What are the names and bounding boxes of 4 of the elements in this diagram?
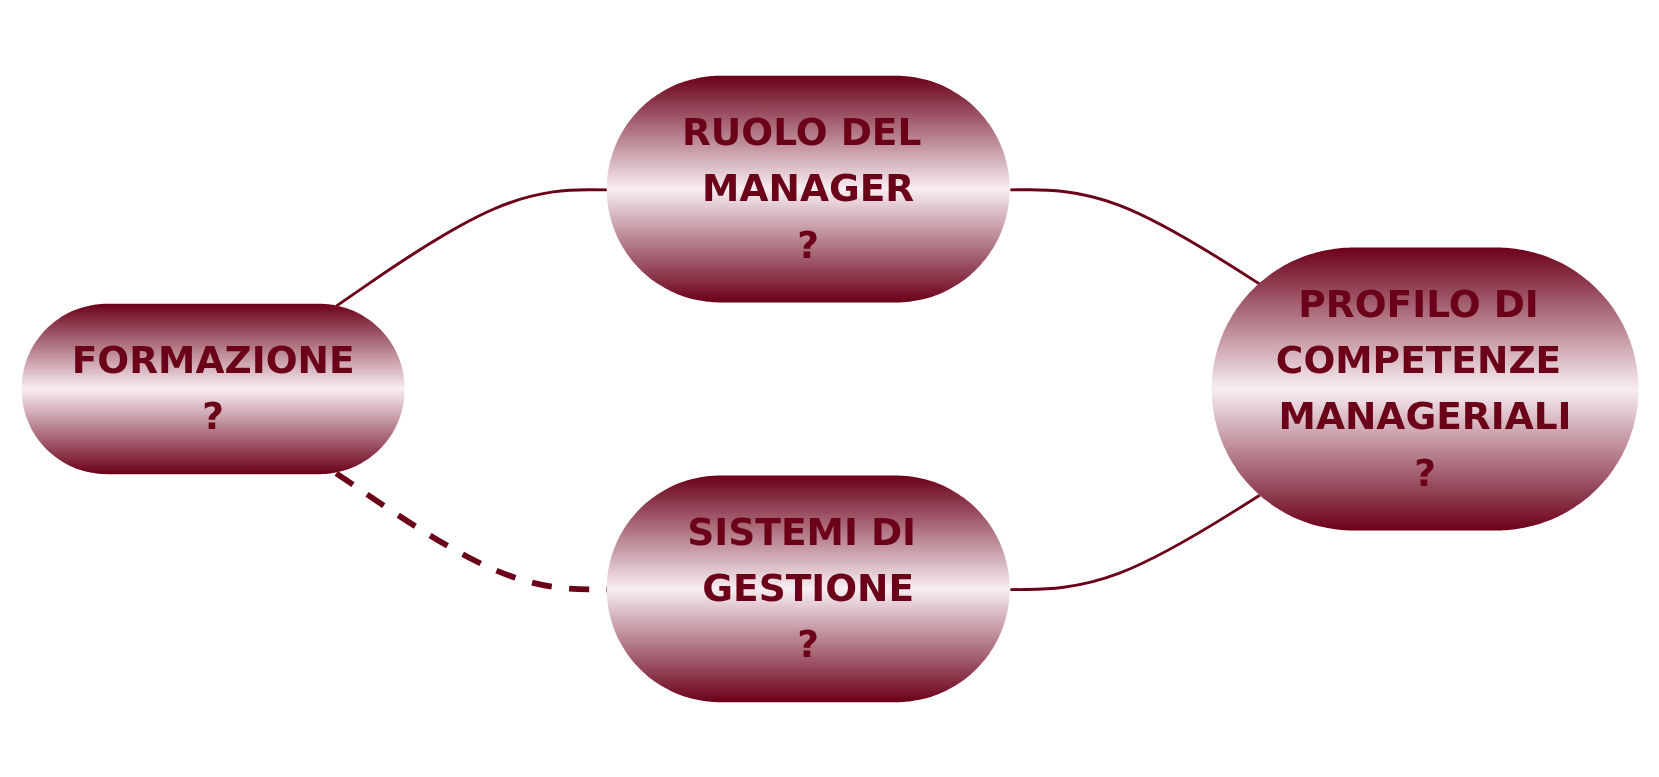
node-box: FORMAZIONE ? <box>21 303 405 474</box>
connector <box>334 187 607 307</box>
connector <box>1009 187 1261 285</box>
connector <box>1009 493 1260 591</box>
